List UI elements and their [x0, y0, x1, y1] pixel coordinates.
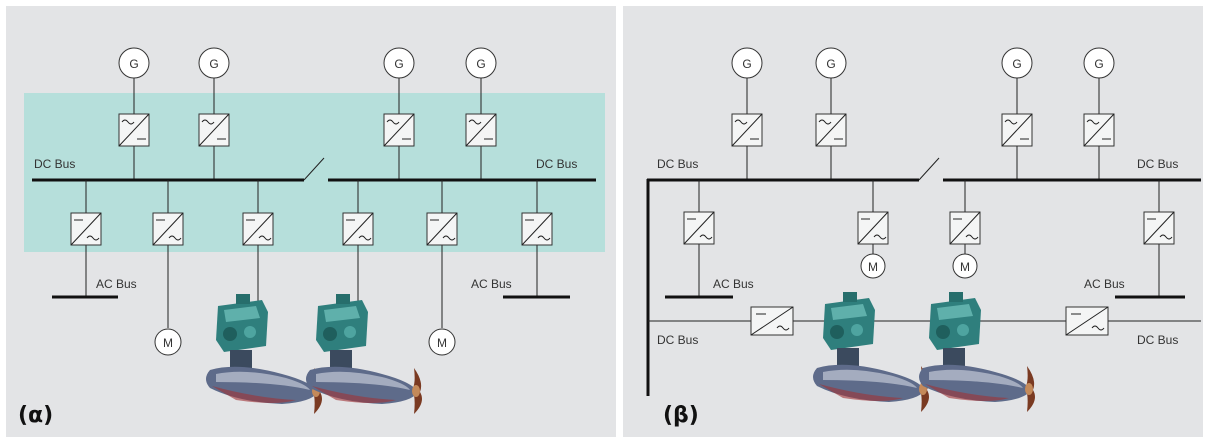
svg-text:G: G — [209, 57, 218, 71]
converter-icon — [521, 212, 553, 246]
generator-icon: G — [731, 47, 763, 79]
motor-icon: M — [428, 328, 456, 356]
svg-text:G: G — [826, 57, 835, 71]
svg-text:G: G — [1094, 57, 1103, 71]
converter-icon — [465, 113, 497, 147]
ac-bus-label: AC Bus — [471, 277, 512, 291]
generator-wiring — [133, 78, 482, 179]
converter-icon — [198, 113, 230, 147]
converter-zone-highlight — [24, 93, 605, 252]
converter-icon — [70, 212, 102, 246]
converter-icon — [383, 113, 415, 147]
panel-caption: (β) — [663, 403, 699, 428]
svg-text:G: G — [476, 57, 485, 71]
svg-text:M: M — [163, 336, 173, 350]
motor-icon: M — [860, 253, 886, 279]
converter-icon — [1143, 211, 1175, 245]
converter-icon — [242, 212, 274, 246]
converter-icon — [815, 113, 847, 147]
svg-text:G: G — [394, 57, 403, 71]
converter-icon — [750, 306, 794, 336]
dc-bus-label: DC Bus — [657, 157, 698, 171]
converter-icon — [1065, 306, 1109, 336]
ac-bus-label: AC Bus — [713, 277, 754, 291]
dc-bus-drops — [698, 180, 1160, 296]
converter-icon — [949, 211, 981, 245]
generator-icon: G — [1001, 47, 1033, 79]
generator-icon: G — [118, 47, 150, 79]
diagram-panel-alpha: G G G G M M DC Bus DC Bus AC Bus AC Bus … — [6, 6, 616, 437]
generator-icon: G — [1083, 47, 1115, 79]
generator-icon: G — [383, 47, 415, 79]
converter-icon — [118, 113, 150, 147]
azimuth-thruster-icon — [919, 292, 1035, 412]
generator-wiring — [746, 78, 1100, 179]
converter-icon — [1001, 113, 1033, 147]
ac-bus-label: AC Bus — [96, 277, 137, 291]
svg-text:M: M — [960, 260, 970, 274]
converter-icon — [426, 212, 458, 246]
converter-icon — [342, 212, 374, 246]
ac-bus-label: AC Bus — [1084, 277, 1125, 291]
converter-icon — [857, 211, 889, 245]
dc-bus-label: DC Bus — [1137, 333, 1178, 347]
dc-bus-label: DC Bus — [536, 157, 577, 171]
motor-icon: M — [154, 328, 182, 356]
azimuth-thruster-icon — [206, 294, 322, 414]
diagram-alpha-svg: G G G G M M DC Bus DC Bus AC Bus AC Bus … — [18, 47, 605, 428]
diagram-panel-beta: G G G G M M DC Bus DC Bus AC Bus AC Bus … — [623, 6, 1203, 437]
motor-icon: M — [952, 253, 978, 279]
diagram-beta-svg: G G G G M M DC Bus DC Bus AC Bus AC Bus … — [646, 47, 1201, 428]
svg-text:M: M — [868, 260, 878, 274]
azimuth-thruster-icon — [813, 292, 929, 412]
bus-tie-switch — [918, 157, 940, 181]
panel-caption: (α) — [18, 403, 53, 428]
bus-tie-switch — [303, 157, 325, 181]
converter-icon — [152, 212, 184, 246]
dc-bus-label: DC Bus — [1137, 157, 1178, 171]
svg-text:G: G — [1012, 57, 1021, 71]
azimuth-thruster-icon — [306, 294, 422, 414]
converter-icon — [683, 211, 715, 245]
generator-icon: G — [198, 47, 230, 79]
svg-text:G: G — [742, 57, 751, 71]
generator-icon: G — [465, 47, 497, 79]
dc-bus-label: DC Bus — [657, 333, 698, 347]
converter-icon — [731, 113, 763, 147]
dc-bus-label: DC Bus — [34, 157, 75, 171]
converter-icon — [1083, 113, 1115, 147]
svg-text:M: M — [437, 336, 447, 350]
dc-bus-drops — [85, 180, 538, 328]
svg-text:G: G — [129, 57, 138, 71]
generator-icon: G — [815, 47, 847, 79]
